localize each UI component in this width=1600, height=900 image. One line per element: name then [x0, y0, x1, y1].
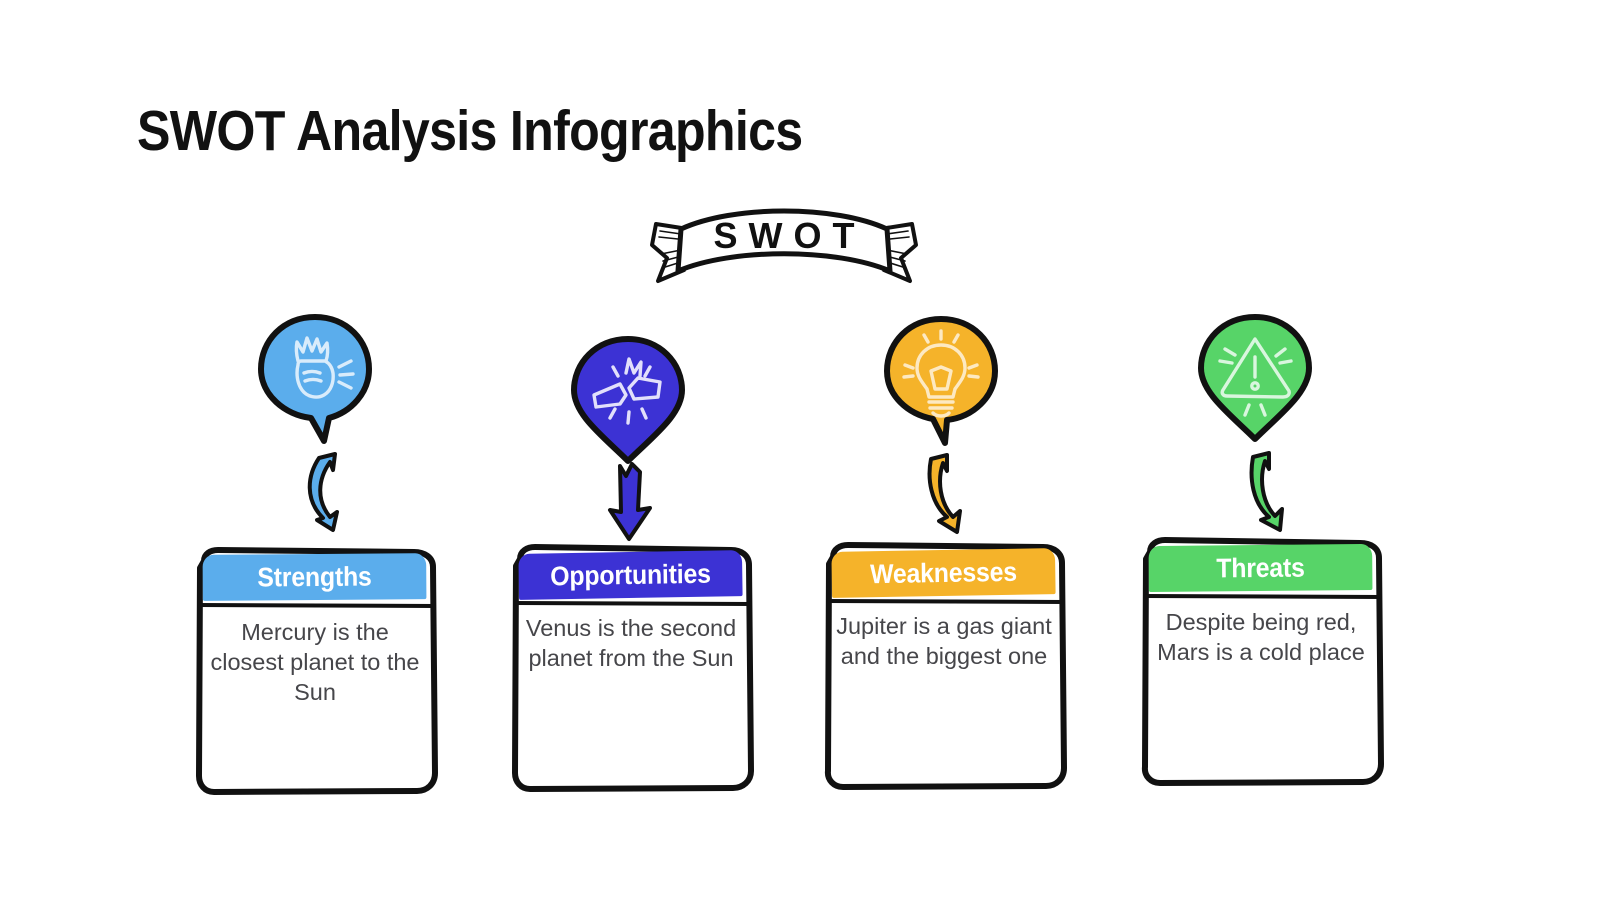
balloon-opportunities[interactable]	[568, 333, 688, 473]
card-body-weaknesses: Jupiter is a gas giant and the biggest o…	[836, 613, 1052, 669]
card-body-opportunities: Venus is the second planet from the Sun	[525, 615, 737, 671]
broken-chain-icon	[592, 357, 662, 425]
teardrop-balloon-icon	[1198, 314, 1312, 442]
swot-column-weaknesses: Weaknesses Jupiter is a gas giant and th…	[781, 0, 1101, 900]
arrow-container-weaknesses	[785, 453, 1105, 537]
card-outline-icon	[824, 542, 1067, 790]
swot-ribbon-banner: SWOT	[648, 198, 920, 302]
swot-card-strengths[interactable]: Strengths Mercury is the closest planet …	[186, 545, 444, 797]
card-outline-icon	[196, 547, 438, 795]
card-body-strengths: Mercury is the closest planet to the Sun	[210, 619, 420, 705]
swot-card-opportunities[interactable]: Opportunities Venus is the second planet…	[502, 541, 760, 793]
page-title: SWOT Analysis Infographics	[137, 99, 803, 163]
card-header-label: Strengths	[257, 561, 372, 592]
swot-column-opportunities: Opportunities Venus is the second planet…	[468, 0, 788, 900]
balloon-threats[interactable]	[1195, 311, 1315, 451]
card-body-threats: Despite being red, Mars is a cold place	[1157, 609, 1365, 665]
speech-bubble-weaknesses[interactable]	[881, 313, 1001, 453]
speech-bubble-strengths[interactable]	[255, 311, 375, 451]
curved-arrow-right-icon	[927, 453, 962, 534]
card-header-strengths: Strengths	[202, 553, 427, 601]
warning-triangle-icon	[1218, 337, 1293, 417]
lightbulb-icon	[902, 329, 980, 418]
speech-bubble-round-icon	[884, 316, 998, 446]
ribbon-shape-icon	[650, 208, 918, 283]
curved-arrow-right-icon	[307, 452, 339, 532]
card-header-label: Threats	[1216, 552, 1305, 583]
ribbon-label: SWOT	[713, 215, 866, 256]
swot-column-strengths: Strengths Mercury is the closest planet …	[155, 0, 475, 900]
swot-column-threats: Threats Despite being red, Mars is a col…	[1095, 0, 1415, 900]
card-header-weaknesses: Weaknesses	[831, 548, 1056, 598]
straight-arrow-down-icon	[608, 462, 652, 541]
card-header-label: Weaknesses	[869, 556, 1018, 589]
arrow-container-opportunities	[470, 460, 790, 544]
swot-card-threats[interactable]: Threats Despite being red, Mars is a col…	[1132, 535, 1390, 787]
card-header-opportunities: Opportunities	[518, 550, 743, 600]
bubble-container-opportunities	[468, 333, 788, 473]
card-header-threats: Threats	[1148, 543, 1373, 593]
swot-card-weaknesses[interactable]: Weaknesses Jupiter is a gas giant and th…	[815, 539, 1073, 791]
teardrop-balloon-icon	[571, 336, 685, 464]
speech-bubble-round-icon	[258, 314, 372, 444]
bubble-container-strengths	[155, 311, 475, 451]
bubble-container-threats	[1095, 311, 1415, 451]
arrow-container-strengths	[167, 452, 487, 536]
curved-arrow-right-icon	[1249, 451, 1284, 532]
bubble-container-weaknesses	[781, 313, 1101, 453]
card-outline-icon	[512, 544, 754, 792]
raised-fist-icon	[294, 336, 355, 399]
card-outline-icon	[1141, 537, 1384, 786]
arrow-container-threats	[1105, 451, 1425, 535]
card-header-label: Opportunities	[550, 558, 711, 591]
